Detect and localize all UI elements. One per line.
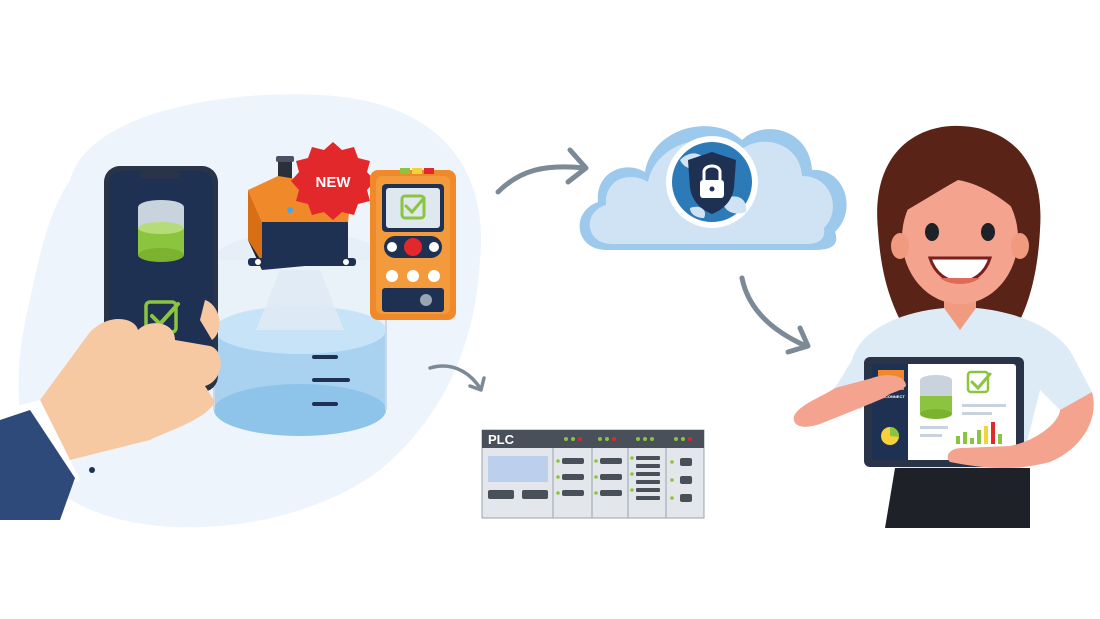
plc-label: PLC	[488, 432, 515, 447]
tablet-bar-chart	[956, 422, 1002, 444]
shield-lock-icon	[688, 152, 736, 214]
arrow-icon	[428, 147, 811, 392]
controller-icon	[370, 168, 456, 320]
new-badge: NEW	[291, 142, 375, 220]
arrow-to-user	[739, 275, 809, 349]
plc-status-leds	[564, 437, 692, 441]
tablet-brand-text: FULCONNECT	[877, 394, 905, 399]
new-badge-label: NEW	[316, 174, 352, 191]
person-icon	[835, 125, 1092, 528]
plc-icon: PLC	[481, 429, 705, 519]
person-arms	[793, 375, 1094, 468]
arrow-to-plc	[428, 364, 482, 390]
hand-icon	[0, 300, 221, 520]
arrow-to-cloud	[495, 164, 587, 195]
